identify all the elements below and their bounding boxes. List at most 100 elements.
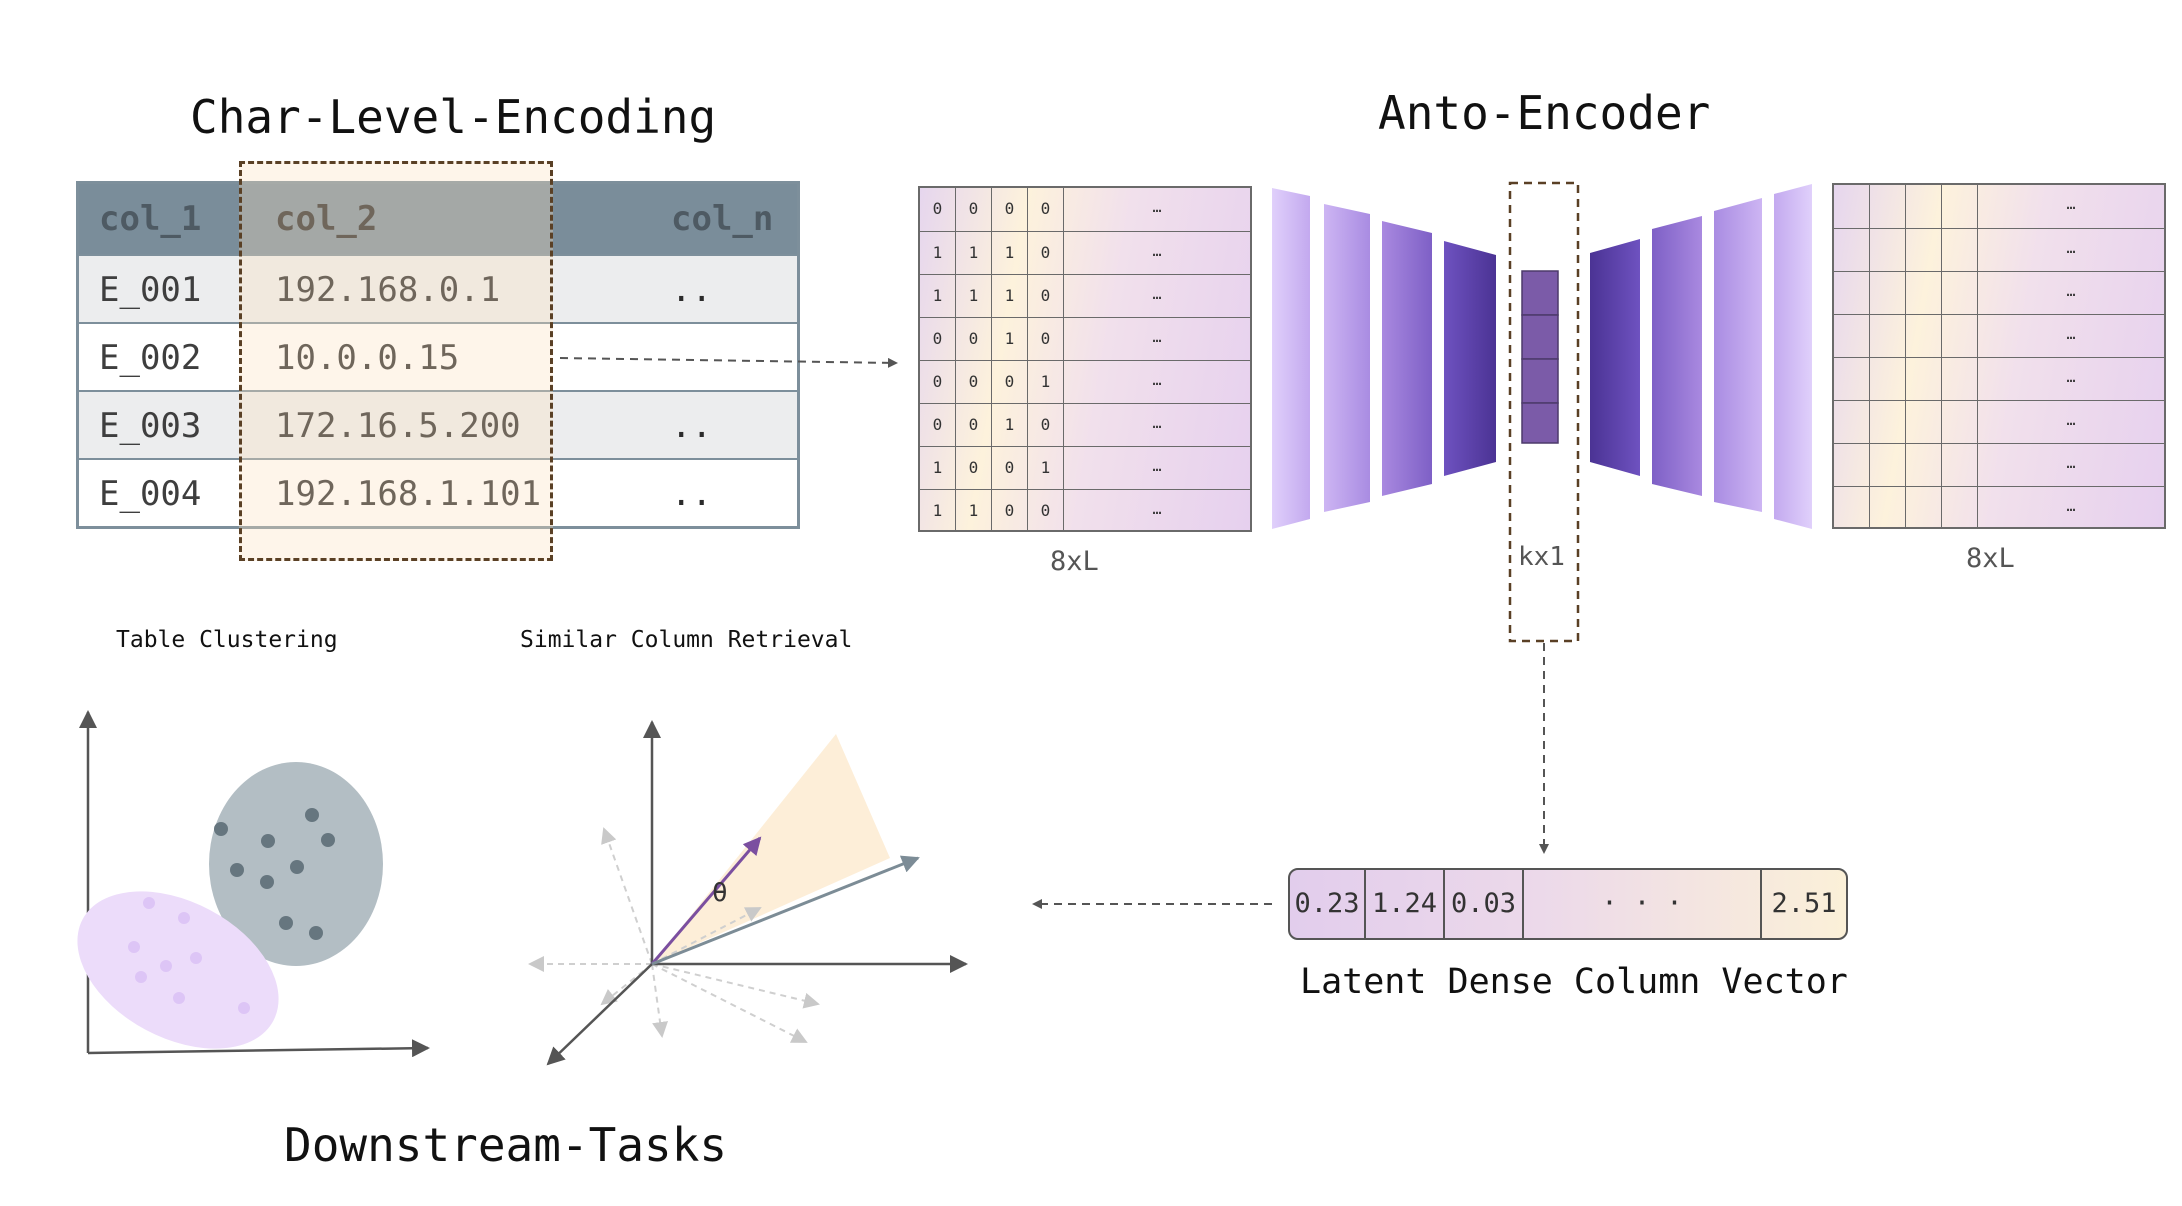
- table-clustering-label: Table Clustering: [116, 627, 338, 653]
- table-row: E_001 192.168.0.1 ..: [79, 254, 797, 322]
- data-table: col_1 col_2 col_n E_001 192.168.0.1 .. E…: [76, 181, 800, 529]
- matrix-row: 0 0 0 1 …: [920, 360, 1250, 403]
- matrix-cell: 0: [920, 188, 956, 231]
- latent-vector-cell: 0.03: [1445, 870, 1524, 938]
- similar-column-retrieval-label: Similar Column Retrieval: [520, 627, 853, 653]
- matrix-row: 1 1 0 0 …: [920, 489, 1250, 532]
- latent-code-cell: [1521, 358, 1559, 404]
- latent-vector: 0.23 1.24 0.03 · · · 2.51: [1288, 868, 1848, 940]
- matrix-row: …: [1834, 185, 2164, 228]
- matrix-row: …: [1834, 314, 2164, 357]
- matrix-cell: 1: [992, 404, 1028, 446]
- table-cell: ..: [671, 406, 712, 446]
- matrix-cell: 1: [1028, 447, 1064, 489]
- matrix-row: …: [1834, 400, 2164, 443]
- matrix-cell: 0: [956, 404, 992, 446]
- decoder-layer: [1590, 239, 1640, 476]
- matrix-cell: 0: [956, 361, 992, 403]
- matrix-ellipsis: …: [1152, 414, 1162, 432]
- matrix-row: …: [1834, 443, 2164, 486]
- matrix-row: 0 0 0 0 …: [920, 188, 1250, 231]
- encoder-layer: [1444, 241, 1496, 476]
- matrix-cell: 0: [992, 490, 1028, 532]
- matrix-row: 1 0 0 1 …: [920, 446, 1250, 489]
- table-row: E_004 192.168.1.101 ..: [79, 458, 797, 526]
- matrix-cell: 0: [1028, 404, 1064, 446]
- matrix-cell: 0: [1028, 275, 1064, 317]
- table-header-row: col_1 col_2 col_n: [79, 184, 797, 254]
- matrix-cell: 1: [920, 275, 956, 317]
- input-matrix-dim-label: 8xL: [1050, 546, 1099, 577]
- table-cell: E_004: [99, 474, 202, 514]
- matrix-cell: 1: [920, 447, 956, 489]
- matrix-row: …: [1834, 486, 2164, 529]
- matrix-row: …: [1834, 271, 2164, 314]
- bottleneck-highlight-box: [1508, 181, 1580, 643]
- table-cell: 192.168.0.1: [275, 270, 501, 310]
- table-header-cell: col_1: [99, 199, 202, 239]
- latent-code-cell: [1521, 314, 1559, 360]
- matrix-cell: 0: [920, 318, 956, 360]
- latent-vector-ellipsis: · · ·: [1524, 870, 1762, 938]
- matrix-cell: 0: [920, 404, 956, 446]
- matrix-row: 1 1 1 0 …: [920, 274, 1250, 317]
- matrix-cell: 0: [920, 361, 956, 403]
- matrix-cell: 0: [956, 318, 992, 360]
- matrix-ellipsis: …: [2066, 411, 2076, 429]
- matrix-cell: 0: [992, 447, 1028, 489]
- latent-code-cell: [1521, 270, 1559, 316]
- query-vector: [650, 836, 762, 965]
- table-cell: 10.0.0.15: [275, 338, 460, 378]
- column-highlight-box: [239, 161, 553, 561]
- table-cell: E_002: [99, 338, 202, 378]
- bottleneck-dim-label: kx1: [1518, 542, 1565, 572]
- table-to-matrix-arrow: [559, 357, 898, 368]
- matrix-ellipsis: …: [2066, 368, 2076, 386]
- matrix-cell: 0: [1028, 490, 1064, 532]
- matrix-cell: 1: [1028, 361, 1064, 403]
- input-matrix: 0 0 0 0 … 1 1 1 0 … 1 1 1 0 … 0 0 1 0 …: [918, 186, 1252, 532]
- encoder-layer: [1272, 188, 1310, 529]
- table-row: E_003 172.16.5.200 ..: [79, 390, 797, 458]
- similarity-angle-region: [652, 734, 890, 964]
- latent-vector-cell: 2.51: [1771, 888, 1837, 919]
- matrix-cell: 1: [992, 232, 1028, 274]
- cluster-purple: [77, 891, 279, 1049]
- autoencoder-title: Anto-Encoder: [1378, 86, 1711, 140]
- matrix-row: 1 1 1 0 …: [920, 231, 1250, 274]
- matrix-ellipsis: …: [1152, 328, 1162, 346]
- angle-theta-label: θ: [712, 878, 728, 908]
- decoder-layer: [1652, 216, 1702, 496]
- matrix-cell: 0: [992, 361, 1028, 403]
- table-cell: E_001: [99, 270, 202, 310]
- matrix-row: 0 0 1 0 …: [920, 317, 1250, 360]
- matrix-cell: 1: [956, 490, 992, 532]
- matrix-cell: 0: [956, 447, 992, 489]
- matrix-row: …: [1834, 357, 2164, 400]
- matrix-cell: 1: [920, 490, 956, 532]
- matrix-cell: 0: [992, 188, 1028, 231]
- matrix-ellipsis: …: [1152, 457, 1162, 475]
- decoder-layer: [1774, 184, 1812, 529]
- matrix-ellipsis: …: [2066, 497, 2076, 515]
- latent-code-cell: [1521, 402, 1559, 444]
- matrix-row: …: [1834, 228, 2164, 271]
- matrix-ellipsis: …: [1152, 371, 1162, 389]
- retrieved-vector: [651, 855, 920, 966]
- table-cell: 192.168.1.101: [275, 474, 542, 514]
- output-matrix: … … … … … … …: [1832, 183, 2166, 529]
- matrix-ellipsis: …: [1152, 198, 1162, 216]
- matrix-cell: 0: [1028, 188, 1064, 231]
- encoder-layer: [1324, 204, 1370, 512]
- matrix-cell: 1: [956, 232, 992, 274]
- table-clustering-plot: [77, 710, 430, 1058]
- latent-vector-cell: 1.24: [1366, 870, 1445, 938]
- matrix-ellipsis: …: [2066, 325, 2076, 343]
- table-header-cell: col_2: [275, 199, 378, 239]
- matrix-cell: 0: [1028, 232, 1064, 274]
- decoder-layer: [1714, 198, 1762, 512]
- table-cell: ..: [671, 270, 712, 310]
- matrix-ellipsis: …: [2066, 282, 2076, 300]
